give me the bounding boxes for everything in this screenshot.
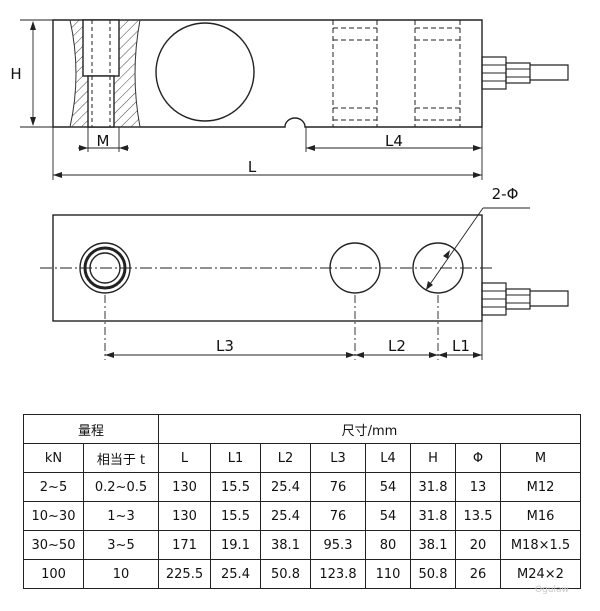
col-header: M <box>500 443 581 473</box>
table-cell: 1~3 <box>83 501 159 531</box>
label-l2: L2 <box>388 337 406 355</box>
table-header-row: 量程 尺寸/mm <box>23 414 581 444</box>
col-header: kN <box>23 443 84 473</box>
table-cell: 50.8 <box>410 559 456 589</box>
table-cell: 2~5 <box>23 472 84 502</box>
table-cell: 54 <box>365 472 411 502</box>
label-l1: L1 <box>452 337 470 355</box>
table-cell: 10 <box>83 559 159 589</box>
table-cell: 25.4 <box>260 501 311 531</box>
col-header: Φ <box>455 443 501 473</box>
label-l3: L3 <box>216 337 234 355</box>
table-subheader-row: kN 相当于 t L L1 L2 L3 L4 H Φ M <box>23 443 581 473</box>
table-cell: 30~50 <box>23 530 84 560</box>
col-header: L1 <box>210 443 261 473</box>
label-l4: L4 <box>385 132 403 150</box>
label-h: H <box>10 65 21 83</box>
col-header: L <box>158 443 211 473</box>
table-cell: 15.5 <box>210 501 261 531</box>
table-cell: 38.1 <box>410 530 456 560</box>
label-m: M <box>97 132 110 150</box>
spec-table: 量程 尺寸/mm kN 相当于 t L L1 L2 L3 L4 H Φ M 2~… <box>23 414 581 589</box>
table-cell: 31.8 <box>410 501 456 531</box>
table-cell: M24×2 <box>500 559 581 589</box>
table-row: 30~50 3~5 171 19.1 38.1 95.3 80 38.1 20 … <box>23 530 581 560</box>
header-range: 量程 <box>23 414 159 444</box>
table-cell: M18×1.5 <box>500 530 581 560</box>
table-cell: 76 <box>310 472 366 502</box>
table-cell: 19.1 <box>210 530 261 560</box>
table-cell: 25.4 <box>210 559 261 589</box>
col-header: L2 <box>260 443 311 473</box>
label-hole-count: 2-Φ <box>492 185 519 203</box>
table-cell: 76 <box>310 501 366 531</box>
top-view <box>40 207 569 360</box>
table-cell: 171 <box>158 530 211 560</box>
table-cell: 95.3 <box>310 530 366 560</box>
header-size: 尺寸/mm <box>158 414 581 444</box>
col-header: H <box>410 443 456 473</box>
table-cell: 26 <box>455 559 501 589</box>
table-cell: 13 <box>455 472 501 502</box>
table-cell: 100 <box>23 559 84 589</box>
col-header: L4 <box>365 443 411 473</box>
table-cell: 123.8 <box>310 559 366 589</box>
table-cell: 54 <box>365 501 411 531</box>
table-cell: 15.5 <box>210 472 261 502</box>
col-header: 相当于 t <box>83 443 159 473</box>
table-cell: M12 <box>500 472 581 502</box>
table-cell: 10~30 <box>23 501 84 531</box>
table-row: 2~5 0.2~0.5 130 15.5 25.4 76 54 31.8 13 … <box>23 472 581 502</box>
label-l: L <box>248 158 257 176</box>
table-row: 10~30 1~3 130 15.5 25.4 76 54 31.8 13.5 … <box>23 501 581 531</box>
table-cell: 130 <box>158 472 211 502</box>
table-cell: 110 <box>365 559 411 589</box>
table-cell: M16 <box>500 501 581 531</box>
table-cell: 31.8 <box>410 472 456 502</box>
table-cell: 80 <box>365 530 411 560</box>
table-cell: 0.2~0.5 <box>83 472 159 502</box>
table-row: 100 10 225.5 25.4 50.8 123.8 110 50.8 26… <box>23 559 581 589</box>
table-cell: 25.4 <box>260 472 311 502</box>
table-cell: 38.1 <box>260 530 311 560</box>
load-cell-drawing: H M L4 L 2-Φ L3 L <box>10 19 569 360</box>
table-cell: 225.5 <box>158 559 211 589</box>
table-cell: 20 <box>455 530 501 560</box>
col-header: L3 <box>310 443 366 473</box>
watermark: Ogulaw <box>535 585 569 595</box>
table-cell: 13.5 <box>455 501 501 531</box>
table-cell: 130 <box>158 501 211 531</box>
table-cell: 3~5 <box>83 530 159 560</box>
side-view <box>20 19 569 180</box>
table-cell: 50.8 <box>260 559 311 589</box>
